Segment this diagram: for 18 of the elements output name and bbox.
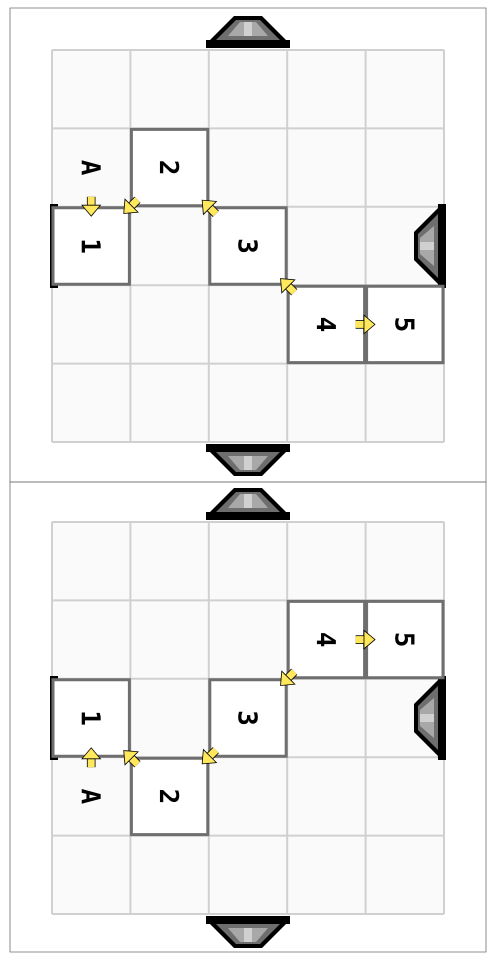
numbered-tile: 1 (52, 206, 131, 286)
numbered-tile: 1 (52, 678, 131, 758)
arrow (202, 200, 219, 217)
numbered-tile: 5 (365, 600, 444, 680)
arrow (202, 747, 219, 764)
cell-label: A (82, 789, 101, 804)
arrow (123, 750, 141, 768)
numbered-tile: 5 (365, 284, 444, 364)
numbered-tile: 3 (208, 206, 288, 286)
numbered-tile: 2 (130, 128, 210, 208)
numbered-tile: 4 (286, 284, 366, 364)
numbered-tile: 4 (286, 600, 366, 680)
numbered-tile: 3 (208, 678, 288, 758)
arrow (123, 196, 141, 214)
arrow (280, 668, 298, 686)
arrow (280, 278, 298, 296)
cell-label: A (82, 160, 101, 175)
numbered-tile: 2 (130, 756, 210, 836)
